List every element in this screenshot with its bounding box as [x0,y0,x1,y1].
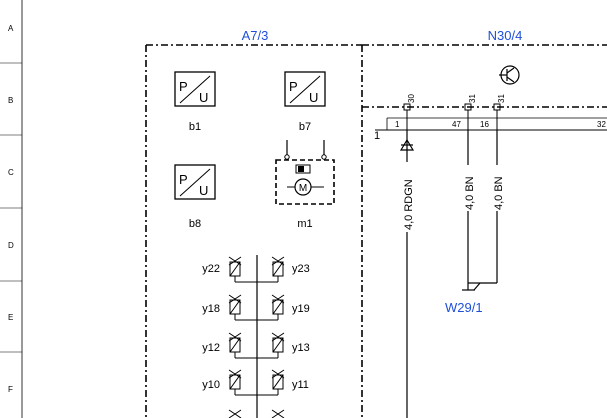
module-box-a7-3 [145,44,363,418]
valve-label-y13: y13 [292,342,310,354]
module-box-n30-4 [362,44,607,108]
valve-label-y11: y11 [292,379,309,391]
sensor-symbol-p: P [179,172,188,187]
connector-strip: 1 1 47 16 32 [374,117,607,142]
module-title-a7-3: A7/3 [242,28,269,43]
pin-label: 30 [407,94,416,103]
pin-label: 47 [452,120,461,129]
wires [399,130,498,418]
module-title-n30-4: N30/4 [488,28,523,43]
row-marker-a: A [8,24,14,33]
valve-label-y19: y19 [292,303,310,315]
row-marker-d: D [8,241,14,250]
sensor-label-b7: b7 [299,121,311,133]
transistor-icon [499,65,520,85]
motor-m1: M m1 [275,140,335,230]
pin-label: 1 [395,120,400,129]
valve-label-y12: y12 [202,342,220,354]
pin-label: 31 [468,94,477,103]
pressure-sensor-b7: P U b7 [284,71,326,133]
motor-symbol: M [299,183,307,194]
pin-label: 32 [597,120,606,129]
sensor-symbol-u: U [199,90,208,105]
valve-label-y22: y22 [202,263,220,275]
pin-symbols [403,103,501,130]
row-marker-c: C [8,168,14,177]
wire-label-rdgn: 4,0 RDGN [403,179,415,230]
pressure-sensor-b8: P U b8 [174,164,216,230]
row-marker-b: B [8,96,13,105]
sensor-symbol-p: P [179,79,188,94]
motor-label-m1: m1 [297,218,312,230]
sensor-symbol-u: U [309,90,318,105]
wire-label-bg [490,165,504,211]
row-margin: A B C D E F [0,0,23,418]
wire-label-bn: 4,0 BN [493,176,505,210]
ground-label-w29-1: W29/1 [445,300,483,315]
sensor-symbol-u: U [199,183,208,198]
valve-row [228,369,285,418]
wire-label-bg [400,162,414,232]
pin-label: 31 [497,94,506,103]
valve-row [228,332,285,359]
valve-row [228,256,285,283]
row-marker-e: E [8,313,13,322]
connector-number: 1 [374,130,380,142]
row-marker-f: F [8,385,13,394]
valve-label-y23: y23 [292,263,310,275]
sensor-label-b8: b8 [189,218,201,230]
valve-row [228,294,285,321]
valve-label-y10: y10 [202,379,220,391]
wire-label-bg [461,165,475,211]
pressure-sensor-b1: P U b1 [174,71,216,133]
sensor-label-b1: b1 [189,121,201,133]
pin-label: 16 [480,120,489,129]
wire-label-bn: 4,0 BN [464,176,476,210]
valve-label-y18: y18 [202,303,220,315]
sensor-symbol-p: P [289,79,298,94]
